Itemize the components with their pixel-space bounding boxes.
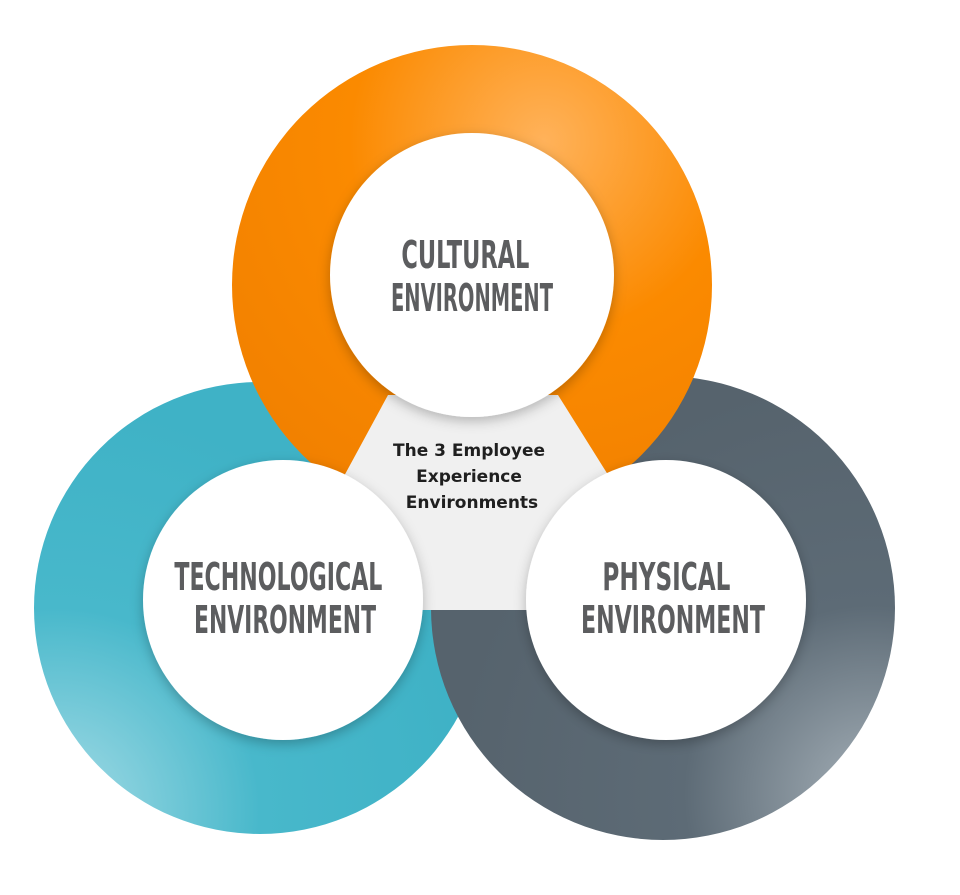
physical-inner-circle xyxy=(526,460,806,740)
cultural-inner-circle xyxy=(330,133,614,417)
technological-inner-circle xyxy=(143,460,423,740)
technological-label-line-2: ENVIRONMENT xyxy=(194,598,376,642)
center-title: The 3 Employee Experience Environments xyxy=(393,441,551,513)
center-title-line-3: Environments xyxy=(406,493,538,513)
cultural-label: CULTURAL ENVIRONMENT xyxy=(391,233,553,320)
physical-label-line-2: ENVIRONMENT xyxy=(581,598,765,642)
center-title-line-2: Experience xyxy=(416,467,522,487)
physical-label-line-1: PHYSICAL xyxy=(602,555,730,599)
center-title-line-1: The 3 Employee xyxy=(393,441,545,461)
physical-label: PHYSICAL ENVIRONMENT xyxy=(581,555,765,642)
cultural-label-line-1: CULTURAL xyxy=(401,233,529,277)
technological-label: TECHNOLOGICAL ENVIRONMENT xyxy=(174,555,395,642)
cultural-label-line-2: ENVIRONMENT xyxy=(391,276,553,320)
technological-label-line-1: TECHNOLOGICAL xyxy=(174,555,382,599)
